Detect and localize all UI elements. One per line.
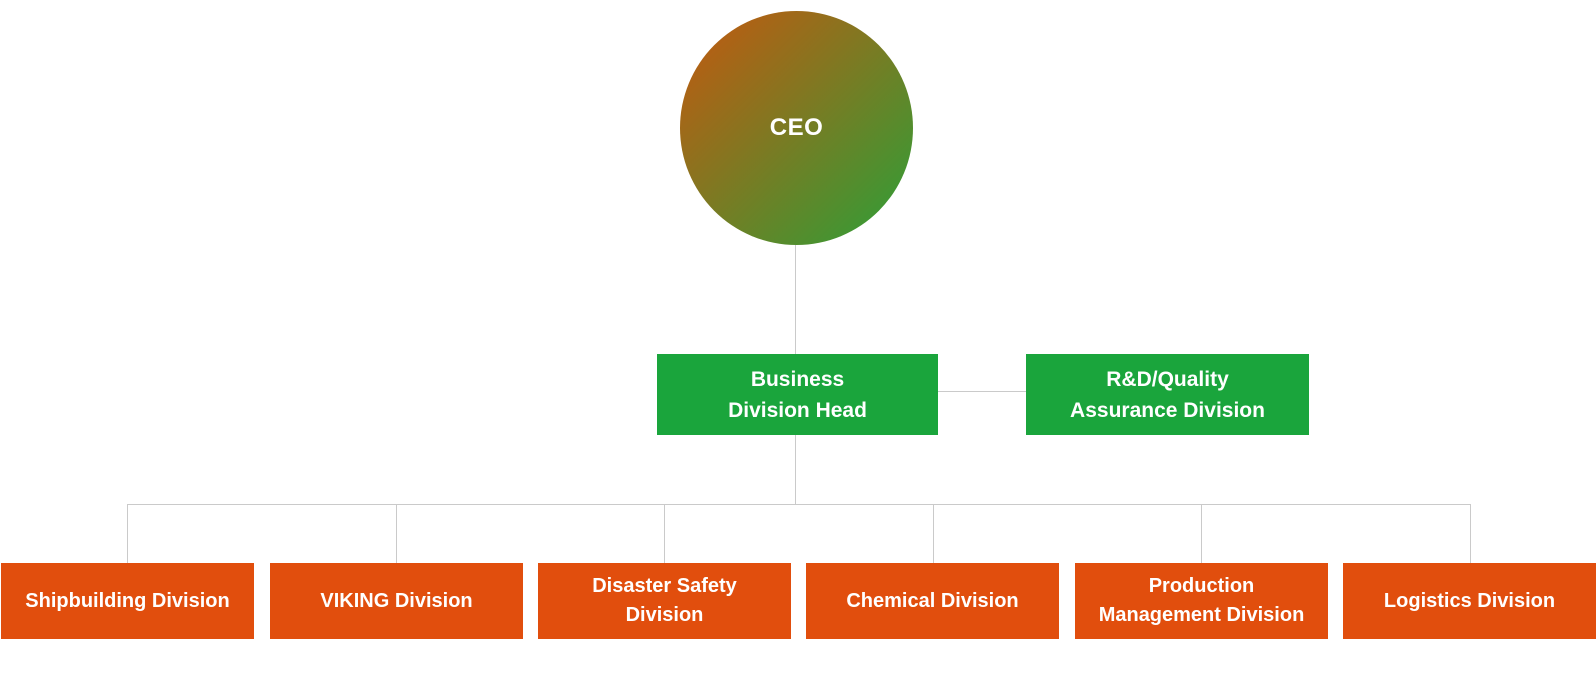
division-label: Disaster Safety Division: [592, 575, 737, 626]
connector-business-to-branch: [795, 435, 796, 504]
division-label: Logistics Division: [1383, 589, 1556, 612]
connector-branch-horizontal: [127, 504, 1470, 505]
connector-business-to-rnd: [938, 391, 1026, 392]
connector-drop-viking: [396, 504, 397, 563]
connector-drop-shipbuilding: [127, 504, 128, 563]
connector-drop-logistics: [1470, 504, 1471, 563]
division-label: Shipbuilding Division: [25, 589, 230, 612]
division-label: VIKING Division: [320, 589, 473, 612]
connector-drop-chemical: [933, 504, 934, 563]
division-label: Chemical Division: [846, 589, 1019, 612]
division-node-viking: VIKING Division: [270, 563, 523, 639]
division-node-shipbuilding: Shipbuilding Division: [1, 563, 254, 639]
division-label: Production Management Division: [1098, 575, 1305, 626]
business-division-head-label: Business Division Head: [728, 367, 867, 422]
connector-ceo-to-business: [795, 245, 796, 354]
rnd-quality-assurance-label: R&D/Quality Assurance Division: [1070, 367, 1265, 422]
division-node-logistics: Logistics Division: [1343, 563, 1596, 639]
division-node-chemical: Chemical Division: [806, 563, 1059, 639]
connector-drop-disaster-safety: [664, 504, 665, 563]
division-node-production-management: Production Management Division: [1075, 563, 1328, 639]
business-division-head-node: Business Division Head: [657, 354, 938, 435]
division-node-disaster-safety: Disaster Safety Division: [538, 563, 791, 639]
ceo-label: CEO: [769, 114, 824, 141]
ceo-node: CEO: [680, 11, 913, 245]
rnd-quality-assurance-node: R&D/Quality Assurance Division: [1026, 354, 1309, 435]
connector-drop-production: [1201, 504, 1202, 563]
